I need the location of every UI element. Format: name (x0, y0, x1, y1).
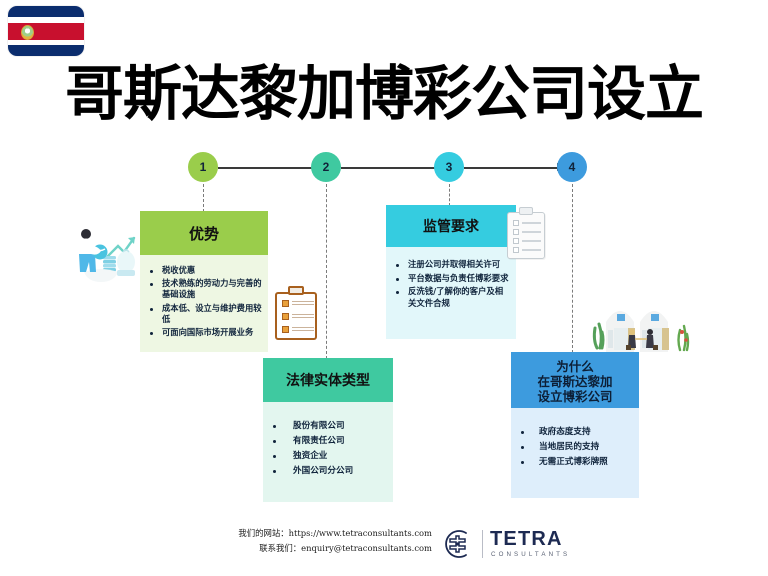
list-item: 注册公司并取得相关许可 (396, 259, 510, 271)
card-regulatory-requirements[interactable]: 监管要求 注册公司并取得相关许可 平台数据与负责任博彩要求 反洗钱/了解你的客户… (386, 205, 516, 339)
card-advantages-body: 税收优惠 技术熟练的劳动力与完善的基础设施 成本低、设立与维护费用较低 可面向国… (140, 255, 268, 353)
flag-band-red (8, 22, 84, 40)
clipboard-check (282, 300, 289, 307)
card-legal-entity-types[interactable]: 法律实体类型 股份有限公司 有限责任公司 独资企业 外国公司分公司 (263, 358, 393, 502)
clipboard-checkbox (513, 220, 519, 226)
list-item: 独资企业 (273, 450, 387, 463)
clipboard-board (507, 212, 545, 259)
footer-website[interactable]: 我们的网站：https://www.tetraconsultants.com (238, 528, 432, 538)
list-item: 反洗钱/了解你的客户及相关文件合规 (396, 286, 510, 309)
timeline-connector-3-4 (464, 167, 563, 169)
clipboard-check (282, 313, 289, 320)
card-why-costa-rica-title-line-2: 在哥斯达黎加 (537, 374, 613, 389)
coat-of-arms-icon (21, 25, 34, 40)
tetra-emblem-icon (440, 527, 474, 561)
grey-clipboard-icon (507, 207, 545, 259)
timeline-node-1-label: 1 (199, 160, 207, 174)
card-why-costa-rica-title: 为什么 在哥斯达黎加 设立博彩公司 (511, 352, 639, 408)
dashed-line-1 (203, 184, 204, 212)
list-item: 股份有限公司 (273, 420, 387, 433)
timeline-connector-1-2 (218, 167, 318, 169)
dashed-line-3 (449, 184, 450, 206)
clipboard-check (282, 326, 289, 333)
list-item: 成本低、设立与维护费用较低 (150, 302, 262, 324)
card-why-costa-rica-title-line-1: 为什么 (556, 359, 594, 374)
list-item: 无需正式博彩牌照 (521, 456, 633, 469)
card-advantages-title: 优势 (140, 211, 268, 255)
card-why-costa-rica-title-line-3: 设立博彩公司 (537, 389, 613, 404)
timeline-node-3[interactable]: 3 (434, 152, 464, 182)
money-growth-illustration (62, 216, 140, 294)
timeline-node-1[interactable]: 1 (188, 152, 218, 182)
timeline-node-4-label: 4 (568, 160, 576, 174)
footer-contact-info: 我们的网站：https://www.tetraconsultants.com 联… (200, 526, 432, 556)
list-item: 税收优惠 (150, 265, 262, 276)
clipboard-clip (288, 286, 304, 295)
timeline-node-2-label: 2 (322, 160, 330, 174)
list-item: 技术熟练的劳动力与完善的基础设施 (150, 278, 262, 300)
clipboard-clip (519, 207, 533, 215)
timeline-node-3-label: 3 (445, 160, 453, 174)
office-buildings-illustration (588, 292, 692, 358)
costa-rica-flag-icon (8, 6, 84, 56)
card-why-costa-rica[interactable]: 为什么 在哥斯达黎加 设立博彩公司 政府态度支持 当地居民的支持 无需正式博彩牌… (511, 352, 639, 498)
list-item: 有限责任公司 (273, 435, 387, 448)
card-why-costa-rica-body: 政府态度支持 当地居民的支持 无需正式博彩牌照 (511, 408, 639, 498)
list-item: 政府态度支持 (521, 426, 633, 439)
timeline: 1 2 3 4 (0, 152, 768, 184)
timeline-node-4[interactable]: 4 (557, 152, 587, 182)
flag-band-white-bottom (8, 39, 84, 45)
clipboard-checkbox (513, 229, 519, 235)
logo-divider (482, 530, 484, 558)
card-regulatory-requirements-title: 监管要求 (386, 205, 516, 247)
dashed-line-2 (326, 184, 327, 359)
flag-band-white-top (8, 17, 84, 23)
page-title: 哥斯达黎加博彩公司设立 (64, 59, 704, 128)
card-advantages[interactable]: 优势 税收优惠 技术熟练的劳动力与完善的基础设施 成本低、设立与维护费用较低 可… (140, 211, 268, 353)
orange-clipboard-icon (275, 286, 317, 340)
card-regulatory-requirements-body: 注册公司并取得相关许可 平台数据与负责任博彩要求 反洗钱/了解你的客户及相关文件… (386, 247, 516, 339)
clipboard-checkbox (513, 238, 519, 244)
clipboard-board (275, 292, 317, 340)
logo-subtitle: CONSULTANTS (491, 551, 571, 558)
clipboard-checkbox (513, 247, 519, 253)
tetra-consultants-logo[interactable]: TETRA CONSULTANTS (440, 523, 567, 565)
list-item: 外国公司分公司 (273, 465, 387, 478)
logo-wordmark: TETRA (490, 528, 563, 550)
dashed-line-4 (572, 184, 573, 353)
list-item: 当地居民的支持 (521, 441, 633, 454)
list-item: 平台数据与负责任博彩要求 (396, 272, 509, 283)
footer: 我们的网站：https://www.tetraconsultants.com 联… (0, 516, 768, 576)
timeline-connector-2-3 (341, 167, 441, 169)
card-legal-entity-types-body: 股份有限公司 有限责任公司 独资企业 外国公司分公司 (263, 402, 393, 502)
footer-email[interactable]: 联系我们：enquiry@tetraconsultants.com (259, 543, 432, 553)
timeline-node-2[interactable]: 2 (311, 152, 341, 182)
card-legal-entity-types-title: 法律实体类型 (263, 358, 393, 402)
flag-band-blue-bottom (8, 45, 84, 56)
flag-band-blue-top (8, 6, 84, 17)
list-item: 可面向国际市场开展业务 (150, 327, 262, 338)
